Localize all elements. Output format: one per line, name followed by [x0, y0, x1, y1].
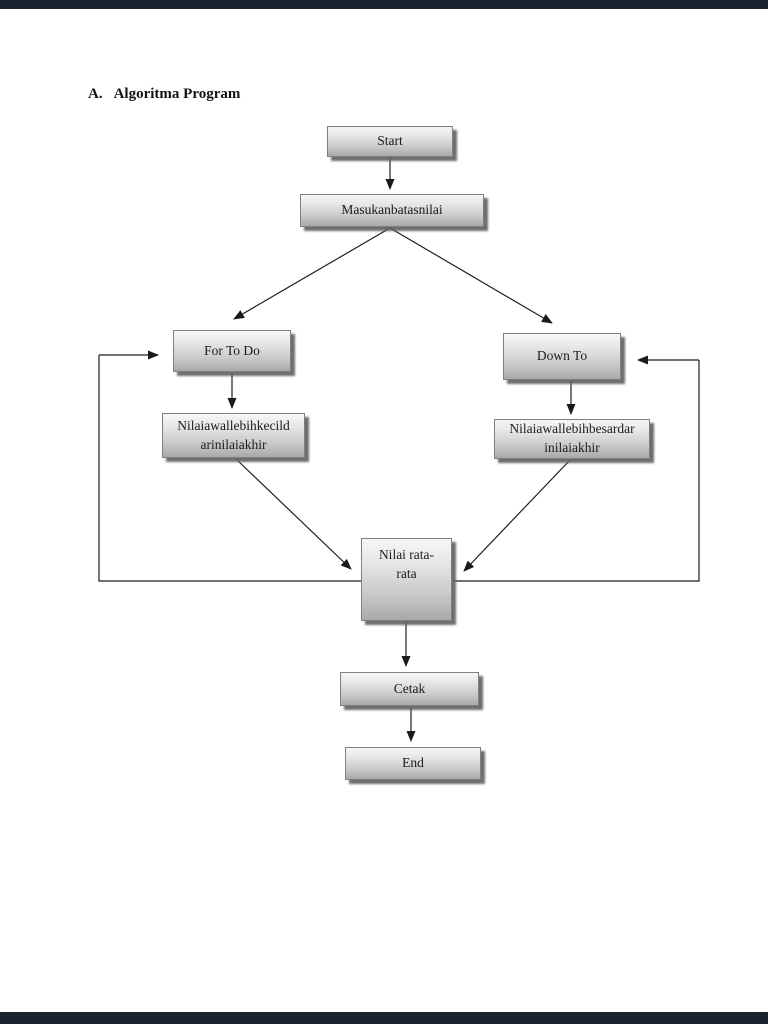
- section-title-marker: A.: [88, 86, 103, 102]
- node-for-to-do: For To Do: [173, 330, 291, 372]
- node-end: End: [345, 747, 481, 780]
- page-edge-bottom-bar: [0, 1012, 768, 1024]
- node-nilai-awal-besar: Nilaiawallebihbesardar inilaiakhir: [494, 419, 650, 459]
- loop-line-left: [98, 355, 361, 582]
- arrow-kecil-to-rata: [235, 458, 352, 570]
- page-edge-top-bar: [0, 0, 768, 9]
- node-start: Start: [327, 126, 453, 157]
- node-nilai-rata-rata: Nilai rata- rata: [361, 538, 452, 621]
- node-nilai-awal-kecil: Nilaiawallebihkecild arinilaiakhir: [162, 413, 305, 458]
- arrow-input-to-down-to: [389, 227, 553, 324]
- arrow-besar-to-rata: [463, 459, 571, 572]
- section-title-text: Algoritma Program: [113, 86, 241, 102]
- node-cetak: Cetak: [340, 672, 479, 706]
- node-down-to: Down To: [503, 333, 621, 380]
- section-title: A. Algoritma Program: [88, 86, 240, 103]
- loop-line-right: [453, 360, 700, 582]
- node-input-batas-nilai: Masukanbatasnilai: [300, 194, 484, 227]
- arrow-input-to-for-to-do: [233, 227, 391, 320]
